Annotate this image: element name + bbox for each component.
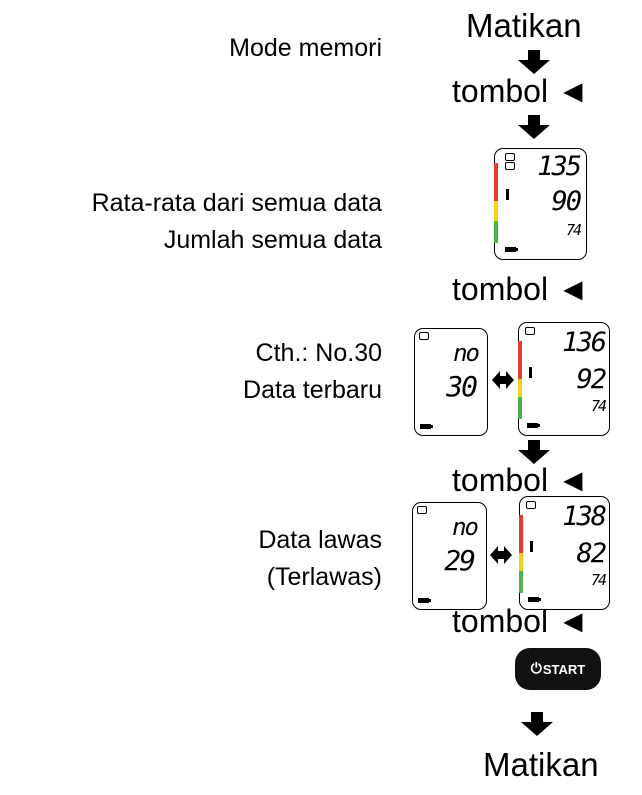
label-count-all-data: Jumlah semua data [163,226,382,254]
alternate-arrow-icon [490,546,512,564]
label-memory-mode: Mode memori [229,34,382,62]
label-average-all-data: Rata-rata dari semua data [91,189,382,217]
bp-bar-yellow [519,553,523,571]
bp-bar-green [518,397,522,419]
lcd-record-number-newest: no 30 [414,328,488,436]
bp-bar-red [519,515,523,553]
bp-bar-green [494,221,498,243]
memory-icon [526,501,536,509]
pulse-value: 74 [565,221,582,239]
down-arrow-icon [518,440,550,464]
bp-bar-red [518,341,522,379]
pulse-value: 74 [590,397,607,415]
label-oldest-data: (Terlawas) [266,563,382,591]
memory-icon [419,332,429,340]
flow-button-step-3: tombol ◄ [452,462,589,498]
battery-icon [528,597,541,602]
bp-bar-green [519,571,523,593]
lcd-average-display: 135 90 74 [494,148,587,260]
label-newest-data: Data terbaru [243,376,382,404]
record-no-label: no [452,513,479,541]
power-icon: ⏻ [530,661,542,677]
systolic-value: 138 [562,501,607,532]
battery-icon [527,423,540,428]
label-example-number: Cth.: No.30 [255,339,382,367]
bp-level-indicator [506,189,509,200]
bp-bar-yellow [518,379,522,397]
battery-icon [505,247,518,252]
flow-end-off: Matikan [483,746,599,783]
systolic-value: 136 [562,327,607,358]
flow-start-off: Matikan [466,7,582,44]
down-arrow-icon [518,50,550,74]
bp-level-indicator [530,541,533,552]
record-no-label: no [453,339,480,367]
diastolic-value: 82 [576,538,606,569]
flow-button-step-2: tombol ◄ [452,271,589,307]
pulse-value: 74 [590,571,607,589]
lcd-record-number-oldest: no 29 [412,502,487,610]
lcd-reading-newest: 136 92 74 [518,322,610,436]
battery-icon [420,424,433,429]
record-number: 30 [446,370,478,403]
memory-icon [525,327,535,335]
lcd-reading-oldest: 138 82 74 [519,496,610,610]
memory-icon [505,162,515,170]
memory-icon [417,506,427,514]
battery-icon [418,598,431,603]
start-button[interactable]: ⏻ START [515,648,601,690]
flow-button-step-1: tombol ◄ [452,73,589,109]
down-arrow-icon [521,712,553,736]
start-button-label: START [542,661,586,677]
record-number: 29 [444,544,476,577]
diastolic-value: 92 [576,364,606,395]
systolic-value: 135 [537,151,582,182]
memory-icon [505,153,515,161]
bp-bar-yellow [494,201,498,221]
bp-level-indicator [529,367,532,378]
bp-bar-red [494,163,498,201]
diastolic-value: 90 [551,186,581,217]
label-old-data: Data lawas [258,526,382,554]
alternate-arrow-icon [492,371,514,389]
down-arrow-icon [518,115,550,139]
